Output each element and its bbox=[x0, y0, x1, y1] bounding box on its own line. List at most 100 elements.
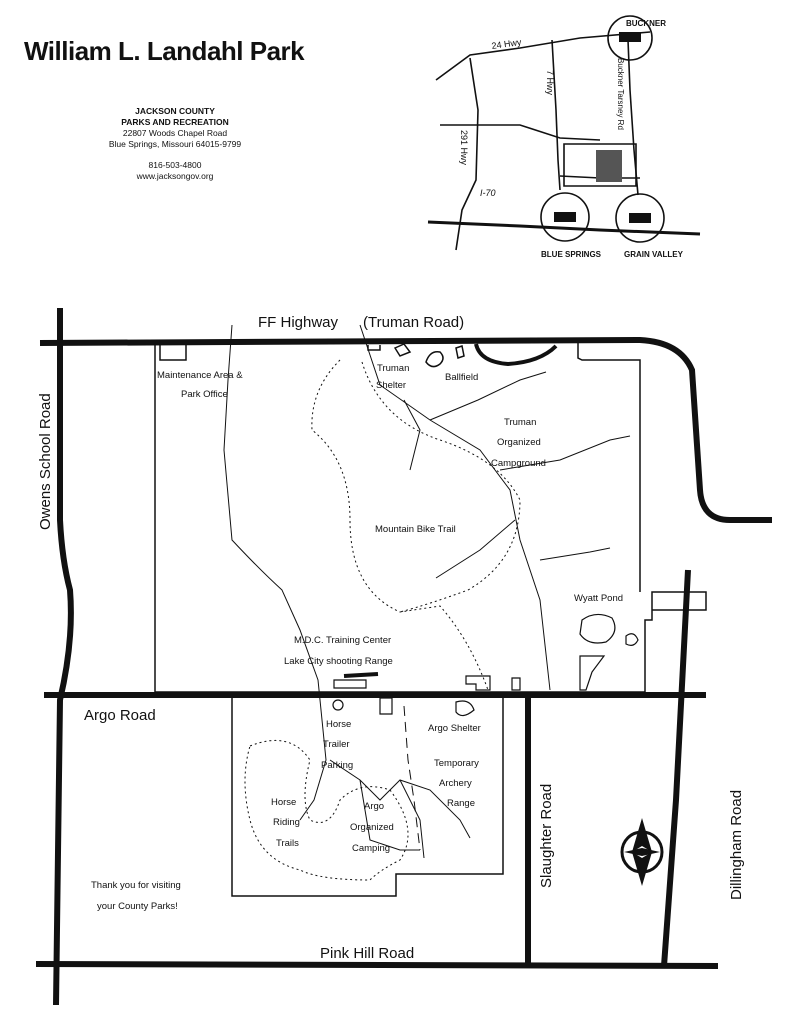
locator-grain-valley-label: GRAIN VALLEY bbox=[624, 250, 684, 259]
locator-buckner-circle bbox=[607, 15, 653, 61]
wyatt-structure bbox=[579, 655, 606, 691]
archery-label-2: Archery bbox=[439, 778, 472, 789]
mdc-building-1 bbox=[333, 679, 367, 689]
ballfield-bldg bbox=[455, 345, 465, 359]
argo-shelter-bldg bbox=[465, 675, 491, 691]
maintenance-label-1: Maintenance Area & bbox=[157, 370, 243, 381]
archery-label-3: Range bbox=[447, 798, 475, 809]
locator-blue-springs-marker bbox=[554, 212, 576, 222]
truman-shelter-bldg-1 bbox=[367, 345, 381, 351]
truman-road-label: (Truman Road) bbox=[363, 314, 464, 331]
argo-shelter-label: Argo Shelter bbox=[428, 723, 481, 734]
org-info-block: JACKSON COUNTY PARKS AND RECREATION 2280… bbox=[80, 106, 270, 182]
argo-road-label: Argo Road bbox=[84, 707, 156, 724]
argo-camping-label-3: Camping bbox=[352, 843, 390, 854]
owens-school-road-label: Owens School Road bbox=[37, 393, 54, 530]
website-link[interactable]: www.jacksongov.org bbox=[136, 171, 214, 181]
shooting-range-bar bbox=[343, 672, 379, 678]
argo-access-trail bbox=[403, 705, 421, 851]
address-line-1: 22807 Woods Chapel Road bbox=[122, 128, 228, 138]
locator-cross-road-line bbox=[440, 124, 601, 141]
trail-branch-1 bbox=[403, 399, 421, 471]
argo-small-bldg bbox=[511, 677, 521, 691]
trail-branch-3 bbox=[499, 435, 631, 471]
locator-hwy24-label: 24 Hwy bbox=[491, 37, 523, 51]
horse-trailer-label-3: Parking bbox=[321, 760, 353, 771]
locator-blue-springs-circle bbox=[540, 192, 590, 242]
mdc-building-2 bbox=[379, 697, 393, 715]
address-line-2: Blue Springs, Missouri 64015-9799 bbox=[108, 139, 242, 149]
dillingham-road-label: Dillingham Road bbox=[728, 790, 745, 900]
argo-shelter-loop bbox=[455, 700, 475, 717]
pink-hill-road bbox=[35, 961, 719, 969]
trail-ne-main bbox=[359, 324, 551, 691]
argo-camping-label-2: Organized bbox=[350, 822, 394, 833]
locator-hwy7-line bbox=[551, 39, 561, 191]
truman-shelter-label-2: Shelter bbox=[376, 380, 406, 391]
trail-south-2 bbox=[359, 779, 420, 851]
horse-riding-trail bbox=[244, 739, 409, 881]
archery-label-1: Temporary bbox=[434, 758, 479, 769]
mountain-bike-trail bbox=[311, 359, 521, 691]
campground-label-3: Campground bbox=[491, 458, 546, 469]
page-title: William L. Landahl Park bbox=[24, 36, 305, 66]
slaughter-road-label: Slaughter Road bbox=[538, 784, 555, 888]
truman-shelter-bldg-2 bbox=[393, 343, 412, 357]
argo-camping-label-1: Argo bbox=[364, 801, 384, 812]
ballfield-shape bbox=[425, 350, 444, 368]
locator-buckner-tarsney-label: Buckner Tarsney Rd bbox=[616, 58, 625, 130]
mountain-bike-label: Mountain Bike Trail bbox=[375, 524, 456, 535]
pink-hill-road-label: Pink Hill Road bbox=[320, 945, 414, 962]
wyatt-pond-1 bbox=[579, 613, 616, 644]
wyatt-pond-2 bbox=[625, 633, 639, 646]
locator-hwy7-label: 7 Hwy bbox=[545, 70, 555, 96]
wyatt-pond-label: Wyatt Pond bbox=[574, 593, 623, 604]
locator-park-fill bbox=[596, 150, 622, 182]
north-park-boundary bbox=[154, 343, 707, 693]
locator-grain-valley-marker bbox=[629, 213, 651, 223]
mdc-label-2: Lake City shooting Range bbox=[284, 656, 393, 667]
ballfield-road bbox=[474, 343, 558, 367]
locator-grain-valley-circle bbox=[615, 193, 665, 243]
locator-i70-label: I-70 bbox=[480, 188, 496, 198]
trail-branch-2 bbox=[429, 371, 547, 421]
dillingham-road bbox=[661, 569, 691, 967]
trail-branch-5 bbox=[539, 547, 611, 561]
locator-blue-springs-label: BLUE SPRINGS bbox=[541, 250, 602, 259]
locator-buckner-marker bbox=[619, 32, 641, 42]
trail-branch-4 bbox=[435, 519, 516, 579]
horse-trails-label-1: Horse bbox=[271, 797, 296, 808]
locator-buckner-label: BUCKNER bbox=[626, 19, 666, 28]
horse-trailer-label-1: Horse bbox=[326, 719, 351, 730]
locator-hwy291-label: 291 Hwy bbox=[459, 130, 469, 166]
locator-park-outline bbox=[563, 143, 637, 187]
campground-label-2: Organized bbox=[497, 437, 541, 448]
bridle-trail-main bbox=[223, 324, 327, 821]
south-park-boundary bbox=[231, 698, 504, 897]
owens-school-road bbox=[53, 308, 74, 1006]
trailer-parking-circle bbox=[332, 699, 344, 711]
phone-number: 816-503-4800 bbox=[148, 160, 202, 170]
thanks-label-2: your County Parks! bbox=[97, 901, 178, 912]
horse-trailer-label-2: Trailer bbox=[323, 739, 350, 750]
thanks-label-1: Thank you for visiting bbox=[91, 880, 181, 891]
truman-shelter-label-1: Truman bbox=[377, 363, 409, 374]
locator-i70-line bbox=[427, 220, 701, 236]
horse-trails-label-3: Trails bbox=[276, 838, 299, 849]
mdc-label-1: M.D.C. Training Center bbox=[294, 635, 391, 646]
org-dept: PARKS AND RECREATION bbox=[121, 117, 229, 127]
maintenance-label-2: Park Office bbox=[181, 389, 228, 400]
north-arrow-icon bbox=[620, 818, 664, 886]
org-name: JACKSON COUNTY bbox=[135, 106, 215, 116]
ballfield-label: Ballfield bbox=[445, 372, 478, 383]
ff-highway-road bbox=[39, 336, 772, 523]
trail-south-3 bbox=[399, 779, 425, 859]
maintenance-building bbox=[159, 345, 187, 361]
ff-highway-label: FF Highway bbox=[258, 314, 339, 331]
locator-hwy24-line bbox=[435, 31, 651, 81]
horse-trails-label-2: Riding bbox=[273, 817, 300, 828]
campground-label-1: Truman bbox=[504, 417, 536, 428]
